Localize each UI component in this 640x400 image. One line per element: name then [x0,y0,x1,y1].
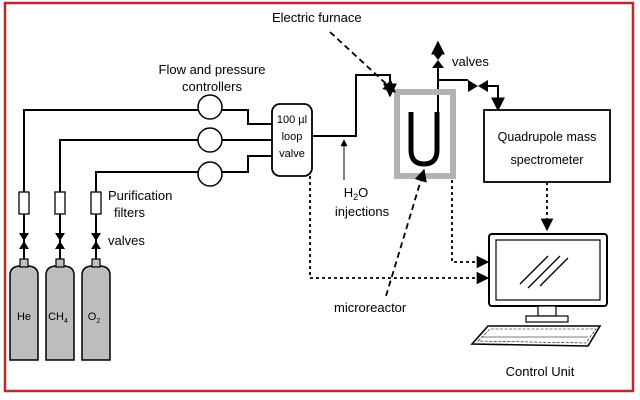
filter-icon-o2 [90,191,102,215]
label-flow-controllers-1: Flow and pressure [159,62,266,77]
pointer-lines [329,31,427,297]
loop-valve-box [271,103,313,177]
cylinder-valves [19,233,101,249]
keyboard-icon [470,325,602,347]
valve-icon-top-vertical [432,52,444,68]
flow-controllers [197,94,223,187]
gas-cylinder-o2: O2 [81,258,111,361]
loop-valve-label-1: 100 µl [277,114,307,126]
filter-icon-he [18,191,30,215]
gas-label-ch4: CH4 [48,311,68,325]
monitor-icon [488,233,608,323]
loop-valve-label-3: valve [279,148,305,160]
label-h2o: H2O [344,185,369,202]
signal-lines [309,176,554,285]
label-microreactor: microreactor [334,300,407,315]
filter-icon-ch4 [54,191,66,215]
u-tube-reactor-icon [408,112,440,167]
qms-box [483,109,611,183]
label-flow-controllers-2: controllers [182,79,242,94]
valve-icon-ch4 [55,233,65,249]
flow-controller-icon-1 [197,94,223,120]
label-purification-2: filters [114,205,146,220]
gas-label-o2: O2 [88,311,101,325]
gas-cylinder-he: He [9,258,39,361]
valve-icon-o2 [91,233,101,249]
qms-label-1: Quadrupole mass [498,130,597,144]
valve-icon-he [19,233,29,249]
purification-filters [18,191,102,215]
qms-label-2: spectrometer [511,153,584,167]
gas-cylinder-ch4: CH4 [45,258,75,361]
loop-valve-label-2: loop [282,131,303,143]
label-valves-bottom: valves [108,233,145,248]
flow-controller-icon-3 [197,161,223,187]
valve-icon-top-horizontal [468,80,488,92]
label-valves-top: valves [452,54,489,69]
label-electric-furnace: Electric furnace [272,10,362,25]
label-injections: injections [335,204,390,219]
gas-label-he: He [17,311,31,323]
flow-controller-icon-2 [197,127,223,153]
label-control-unit: Control Unit [506,364,575,379]
label-purification-1: Purification [108,188,172,203]
